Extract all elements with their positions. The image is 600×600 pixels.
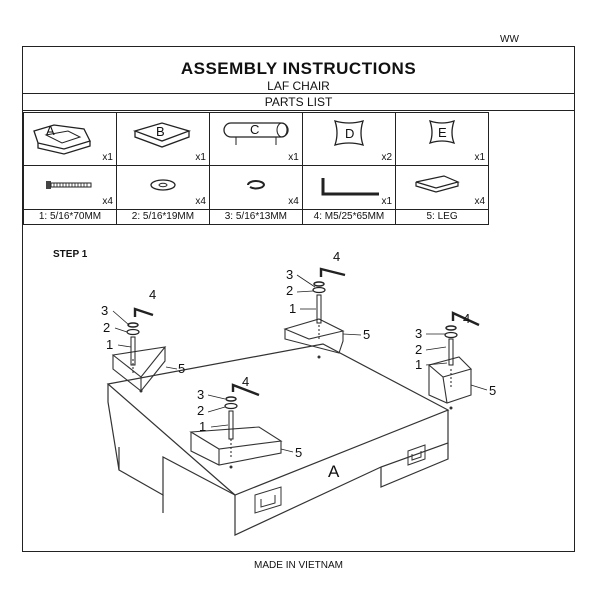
bracket [254,444,426,514]
lock-washer-icon [246,180,265,190]
part-letter-d: D [345,126,354,141]
part-cell-e: E x1 [395,112,489,166]
parts-row-large: A x1 B x1 C x1 [23,112,489,166]
part-letter-c: C [250,122,259,137]
bolt-stack [224,383,260,440]
chair-frame-icon: A [33,123,91,155]
part-cell-b: B x1 [115,112,210,166]
pillow-icon: D [333,120,364,146]
small-pillow-icon: E [428,119,456,145]
part-cell-a: A x1 [23,112,117,166]
bolster-pillow-icon: C [223,122,289,145]
frame-label: A [328,462,340,481]
callout-number: 1 [415,357,422,372]
page-title: ASSEMBLY INSTRUCTIONS [180,59,417,78]
callout-number: 1 [199,419,206,434]
part-label: 5: LEG [395,209,489,225]
part-label: 4: M5/25*65MM [301,209,397,225]
bolt-hole [139,355,453,469]
bolt-icon [46,181,92,189]
part-letter-e: E [438,125,447,140]
bolt-stack [444,311,480,366]
part-qty: x4 [288,196,299,207]
callout-number: 2 [197,403,204,418]
callout-number: 3 [101,303,108,318]
callout-number: 3 [197,387,204,402]
leg [111,346,167,392]
part-label: 1: 5/16*70MM [23,209,117,225]
callout-number: 1 [106,337,113,352]
parts-row-labels: 1: 5/16*70MM 2: 5/16*19MM 3: 5/16*13MM 4… [23,209,489,225]
part-qty: x4 [474,196,485,207]
part-qty: x1 [381,196,393,207]
parts-list-table: A x1 B x1 C x1 [23,112,489,225]
part-letter-a: A [46,123,55,138]
callout-number: 4 [149,287,156,302]
callout-number: 5 [178,361,185,376]
parts-row-hardware: x4 x4 x4 x1 [23,165,489,210]
parts-list-heading: PARTS LIST [264,95,333,109]
allen-key-icon [321,178,379,196]
callout-number: 2 [103,320,110,335]
part-cell-bolt: x4 [23,165,117,210]
callout-number: 2 [415,342,422,357]
divider [23,110,574,111]
callout-number: 3 [286,267,293,282]
callout-number: 5 [489,383,496,398]
bolt-stack [126,307,154,366]
part-qty: x1 [102,152,113,163]
document-code: WW [500,34,519,45]
divider [23,93,574,94]
part-letter-b: B [156,124,165,139]
part-qty: x1 [474,152,485,163]
part-cell-c: C x1 [208,112,303,166]
bolt-stack [312,267,346,324]
leg-icon [415,175,460,193]
callout-number: 1 [289,301,296,316]
leg [283,318,345,354]
callout-number: 5 [363,327,370,342]
page-subtitle: LAF CHAIR [267,79,330,93]
seat-cushion-icon: B [132,122,192,148]
callout-number: 2 [286,283,293,298]
flat-washer-icon [150,179,176,191]
callout-number: 4 [333,249,340,264]
callout-number: 4 [463,311,470,326]
part-qty: x4 [195,196,206,207]
chair-frame [106,343,450,536]
footer-text: MADE IN VIETNAM [254,560,343,571]
part-qty: x2 [381,152,393,163]
step-heading: STEP 1 [53,249,88,260]
assembly-diagram: A 3 2 1 4 5 [101,249,496,536]
instruction-sheet: ASSEMBLY INSTRUCTIONS LAF CHAIR PARTS LI… [22,46,575,571]
callout-number: 5 [295,445,302,460]
callout-number: 4 [242,374,249,389]
part-cell-allen-key: x1 [301,165,397,210]
part-qty: x4 [102,196,113,207]
part-cell-d: D x2 [301,112,397,166]
part-qty: x1 [195,152,206,163]
part-qty: x1 [288,152,299,163]
callout-number: 3 [415,326,422,341]
